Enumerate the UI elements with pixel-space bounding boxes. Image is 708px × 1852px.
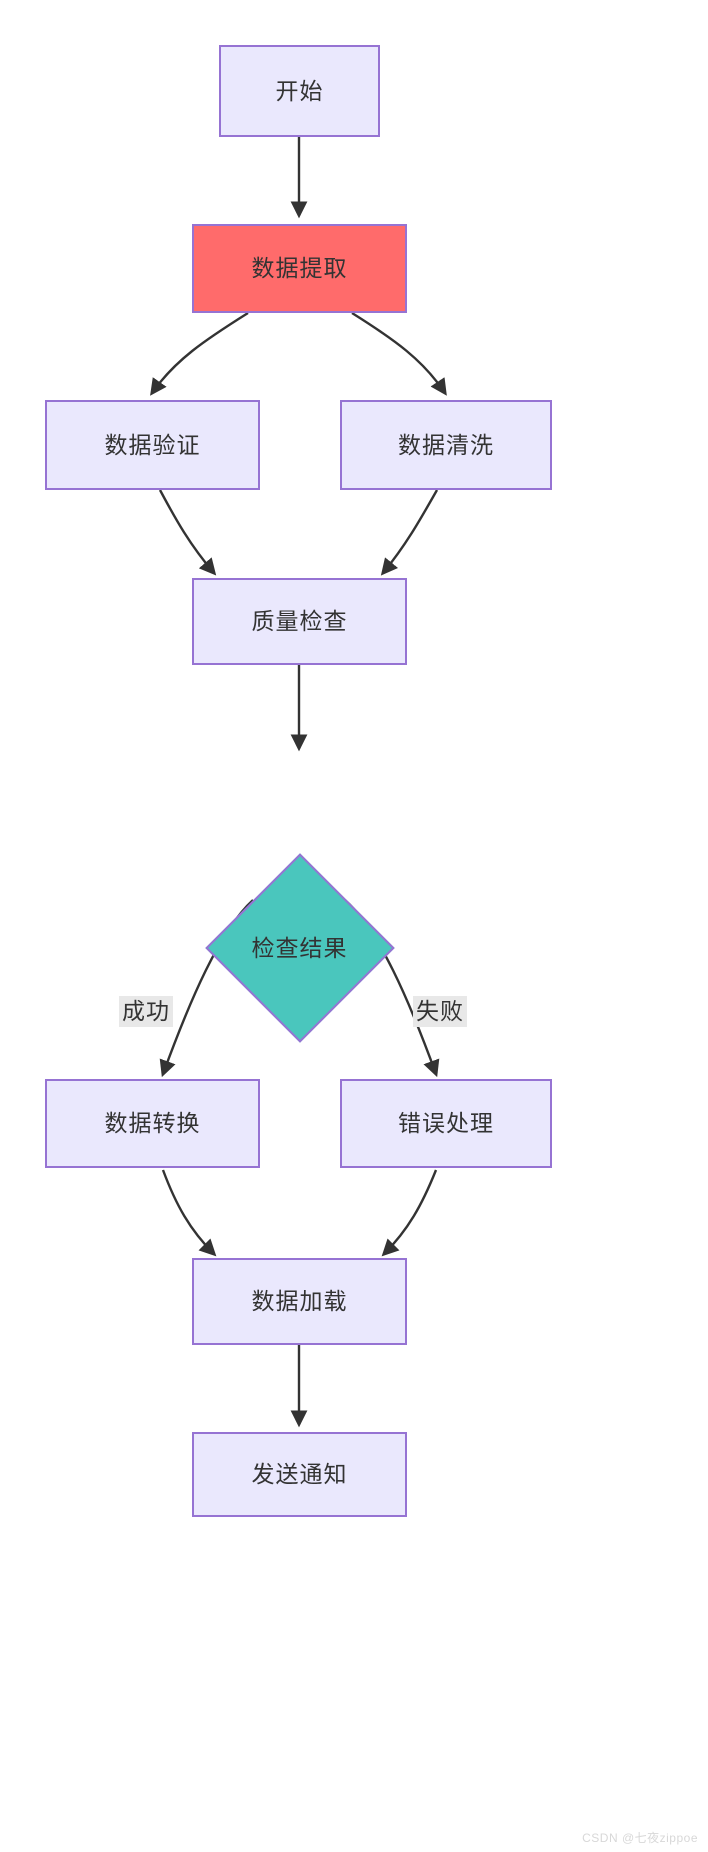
node-start[interactable]: 开始 — [219, 45, 380, 137]
edge-label-failure: 失败 — [413, 996, 467, 1027]
node-data-validate-label: 数据验证 — [104, 431, 201, 458]
node-data-clean[interactable]: 数据清洗 — [340, 400, 552, 490]
node-send-notify[interactable]: 发送通知 — [192, 1432, 407, 1517]
node-data-validate[interactable]: 数据验证 — [45, 400, 260, 490]
edge-label-failure-text: 失败 — [416, 998, 464, 1024]
edge-label-success: 成功 — [119, 996, 173, 1027]
node-start-label: 开始 — [275, 77, 324, 104]
node-data-load-label: 数据加载 — [251, 1288, 348, 1314]
node-data-transform-label: 数据转换 — [104, 1110, 201, 1136]
node-check-result[interactable]: 检查结果 — [204, 852, 395, 1044]
node-quality-check-label: 质量检查 — [251, 608, 348, 634]
node-error-handle[interactable]: 错误处理 — [340, 1079, 552, 1168]
edge-label-success-text: 成功 — [122, 998, 170, 1024]
edge-extract-validate — [150, 311, 249, 396]
edge-validate-quality — [158, 489, 217, 576]
node-error-handle-label: 错误处理 — [398, 1110, 494, 1136]
node-data-transform[interactable]: 数据转换 — [45, 1079, 260, 1168]
node-data-extract-label: 数据提取 — [251, 255, 348, 281]
node-data-load[interactable]: 数据加载 — [192, 1258, 407, 1345]
node-check-result-label: 检查结果 — [251, 934, 348, 961]
edge-transform-load — [161, 1169, 217, 1257]
edge-clean-quality — [380, 489, 439, 576]
edge-extract-clean — [351, 311, 447, 396]
csdn-watermark: CSDN @七夜zippoe — [582, 1831, 698, 1845]
node-quality-check[interactable]: 质量检查 — [192, 578, 407, 665]
node-data-extract[interactable]: 数据提取 — [192, 224, 407, 313]
edge-error-load — [381, 1169, 438, 1257]
node-data-clean-label: 数据清洗 — [398, 431, 494, 458]
node-send-notify-label: 发送通知 — [251, 1461, 348, 1487]
